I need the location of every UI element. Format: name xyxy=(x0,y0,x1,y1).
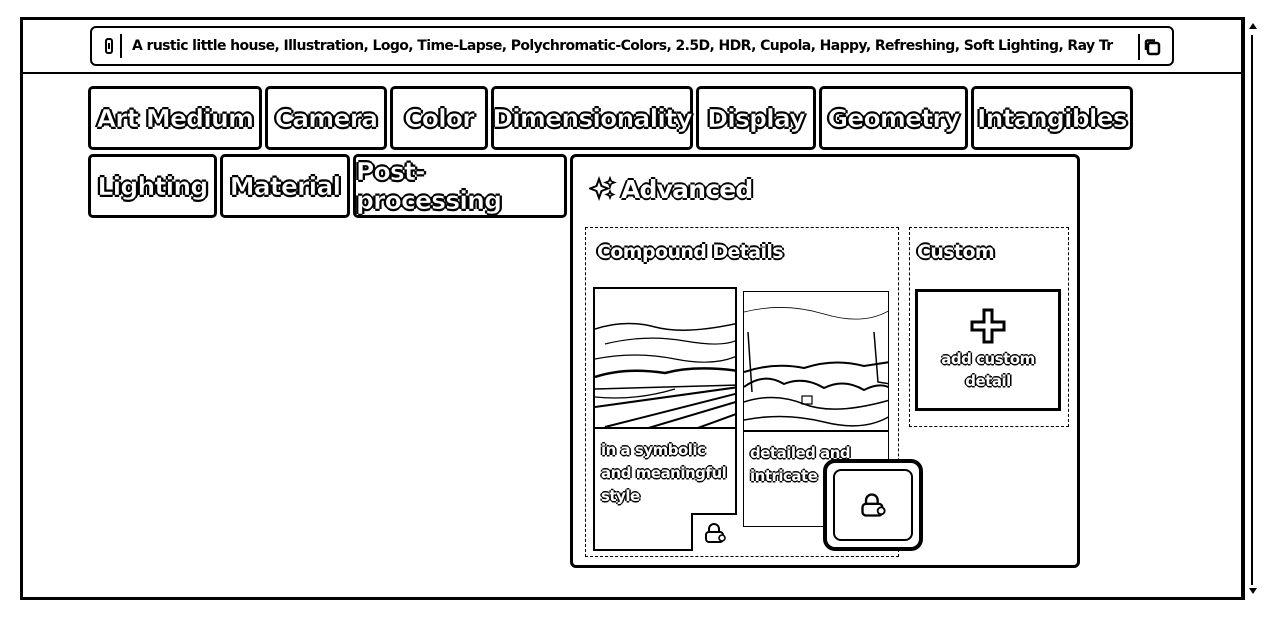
tab-color[interactable]: Color xyxy=(390,86,488,150)
lock-icon xyxy=(705,523,726,543)
detail-card-detailed[interactable]: detailed and intricate xyxy=(743,291,889,527)
tab-label: Camera xyxy=(274,103,378,133)
advanced-panel: Advanced Compound Details in a symbolic … xyxy=(570,154,1080,568)
tab-label: Material xyxy=(229,171,341,201)
tab-material[interactable]: Material xyxy=(220,154,350,218)
tab-intangibles[interactable]: Intangibles xyxy=(971,86,1133,150)
compound-details-title: Compound Details xyxy=(597,241,784,263)
copy-icon xyxy=(1144,39,1161,56)
scrollbar-track[interactable] xyxy=(1251,35,1253,585)
tab-art-medium[interactable]: Art Medium xyxy=(88,86,262,150)
advanced-label: Advanced xyxy=(621,174,753,204)
drag-handle-icon[interactable] xyxy=(98,34,122,58)
custom-section xyxy=(909,227,1069,427)
tab-label: Art Medium xyxy=(96,103,254,133)
tab-dimensionality[interactable]: Dimensionality xyxy=(491,86,693,150)
card-label: in a symbolic and meaningful style xyxy=(601,441,727,505)
plus-icon xyxy=(970,308,1006,344)
scroll-down-icon[interactable] xyxy=(1249,588,1257,594)
tab-label: Geometry xyxy=(827,103,960,133)
card-image-landscape xyxy=(595,289,735,429)
compound-details-section xyxy=(585,227,899,557)
tab-label: Lighting xyxy=(97,171,208,201)
lock-button-focused[interactable] xyxy=(823,459,923,551)
tab-geometry[interactable]: Geometry xyxy=(819,86,968,150)
prompt-text[interactable]: A rustic little house, Illustration, Log… xyxy=(132,38,1113,54)
vertical-scrollbar[interactable] xyxy=(1244,17,1260,600)
tab-label: Intangibles xyxy=(977,103,1128,133)
tab-lighting[interactable]: Lighting xyxy=(88,154,217,218)
tab-display[interactable]: Display xyxy=(696,86,816,150)
detail-card-symbolic[interactable]: in a symbolic and meaningful style xyxy=(593,287,737,551)
tab-label: Dimensionality xyxy=(492,103,693,133)
scroll-up-icon[interactable] xyxy=(1249,23,1257,29)
tab-label: Post-processing xyxy=(356,157,503,216)
tab-advanced[interactable]: Advanced xyxy=(589,171,753,207)
lock-button-inner xyxy=(833,469,913,541)
add-custom-label: add custom detail xyxy=(941,350,1035,390)
tab-camera[interactable]: Camera xyxy=(265,86,387,150)
tab-label: Color xyxy=(404,103,475,133)
prompt-bar: A rustic little house, Illustration, Log… xyxy=(90,26,1174,66)
card-image-coast xyxy=(744,292,888,432)
custom-title: Custom xyxy=(917,241,995,263)
lock-button[interactable] xyxy=(691,513,737,551)
tab-post-processing[interactable]: Post-processing xyxy=(353,154,567,218)
header-divider xyxy=(23,72,1241,74)
tab-label: Display xyxy=(707,103,806,133)
card-label: detailed and intricate xyxy=(750,444,851,485)
copy-button[interactable] xyxy=(1138,34,1164,60)
sparkle-icon xyxy=(589,176,617,201)
add-custom-detail-button[interactable]: add custom detail xyxy=(915,289,1061,411)
lock-icon xyxy=(861,493,886,517)
